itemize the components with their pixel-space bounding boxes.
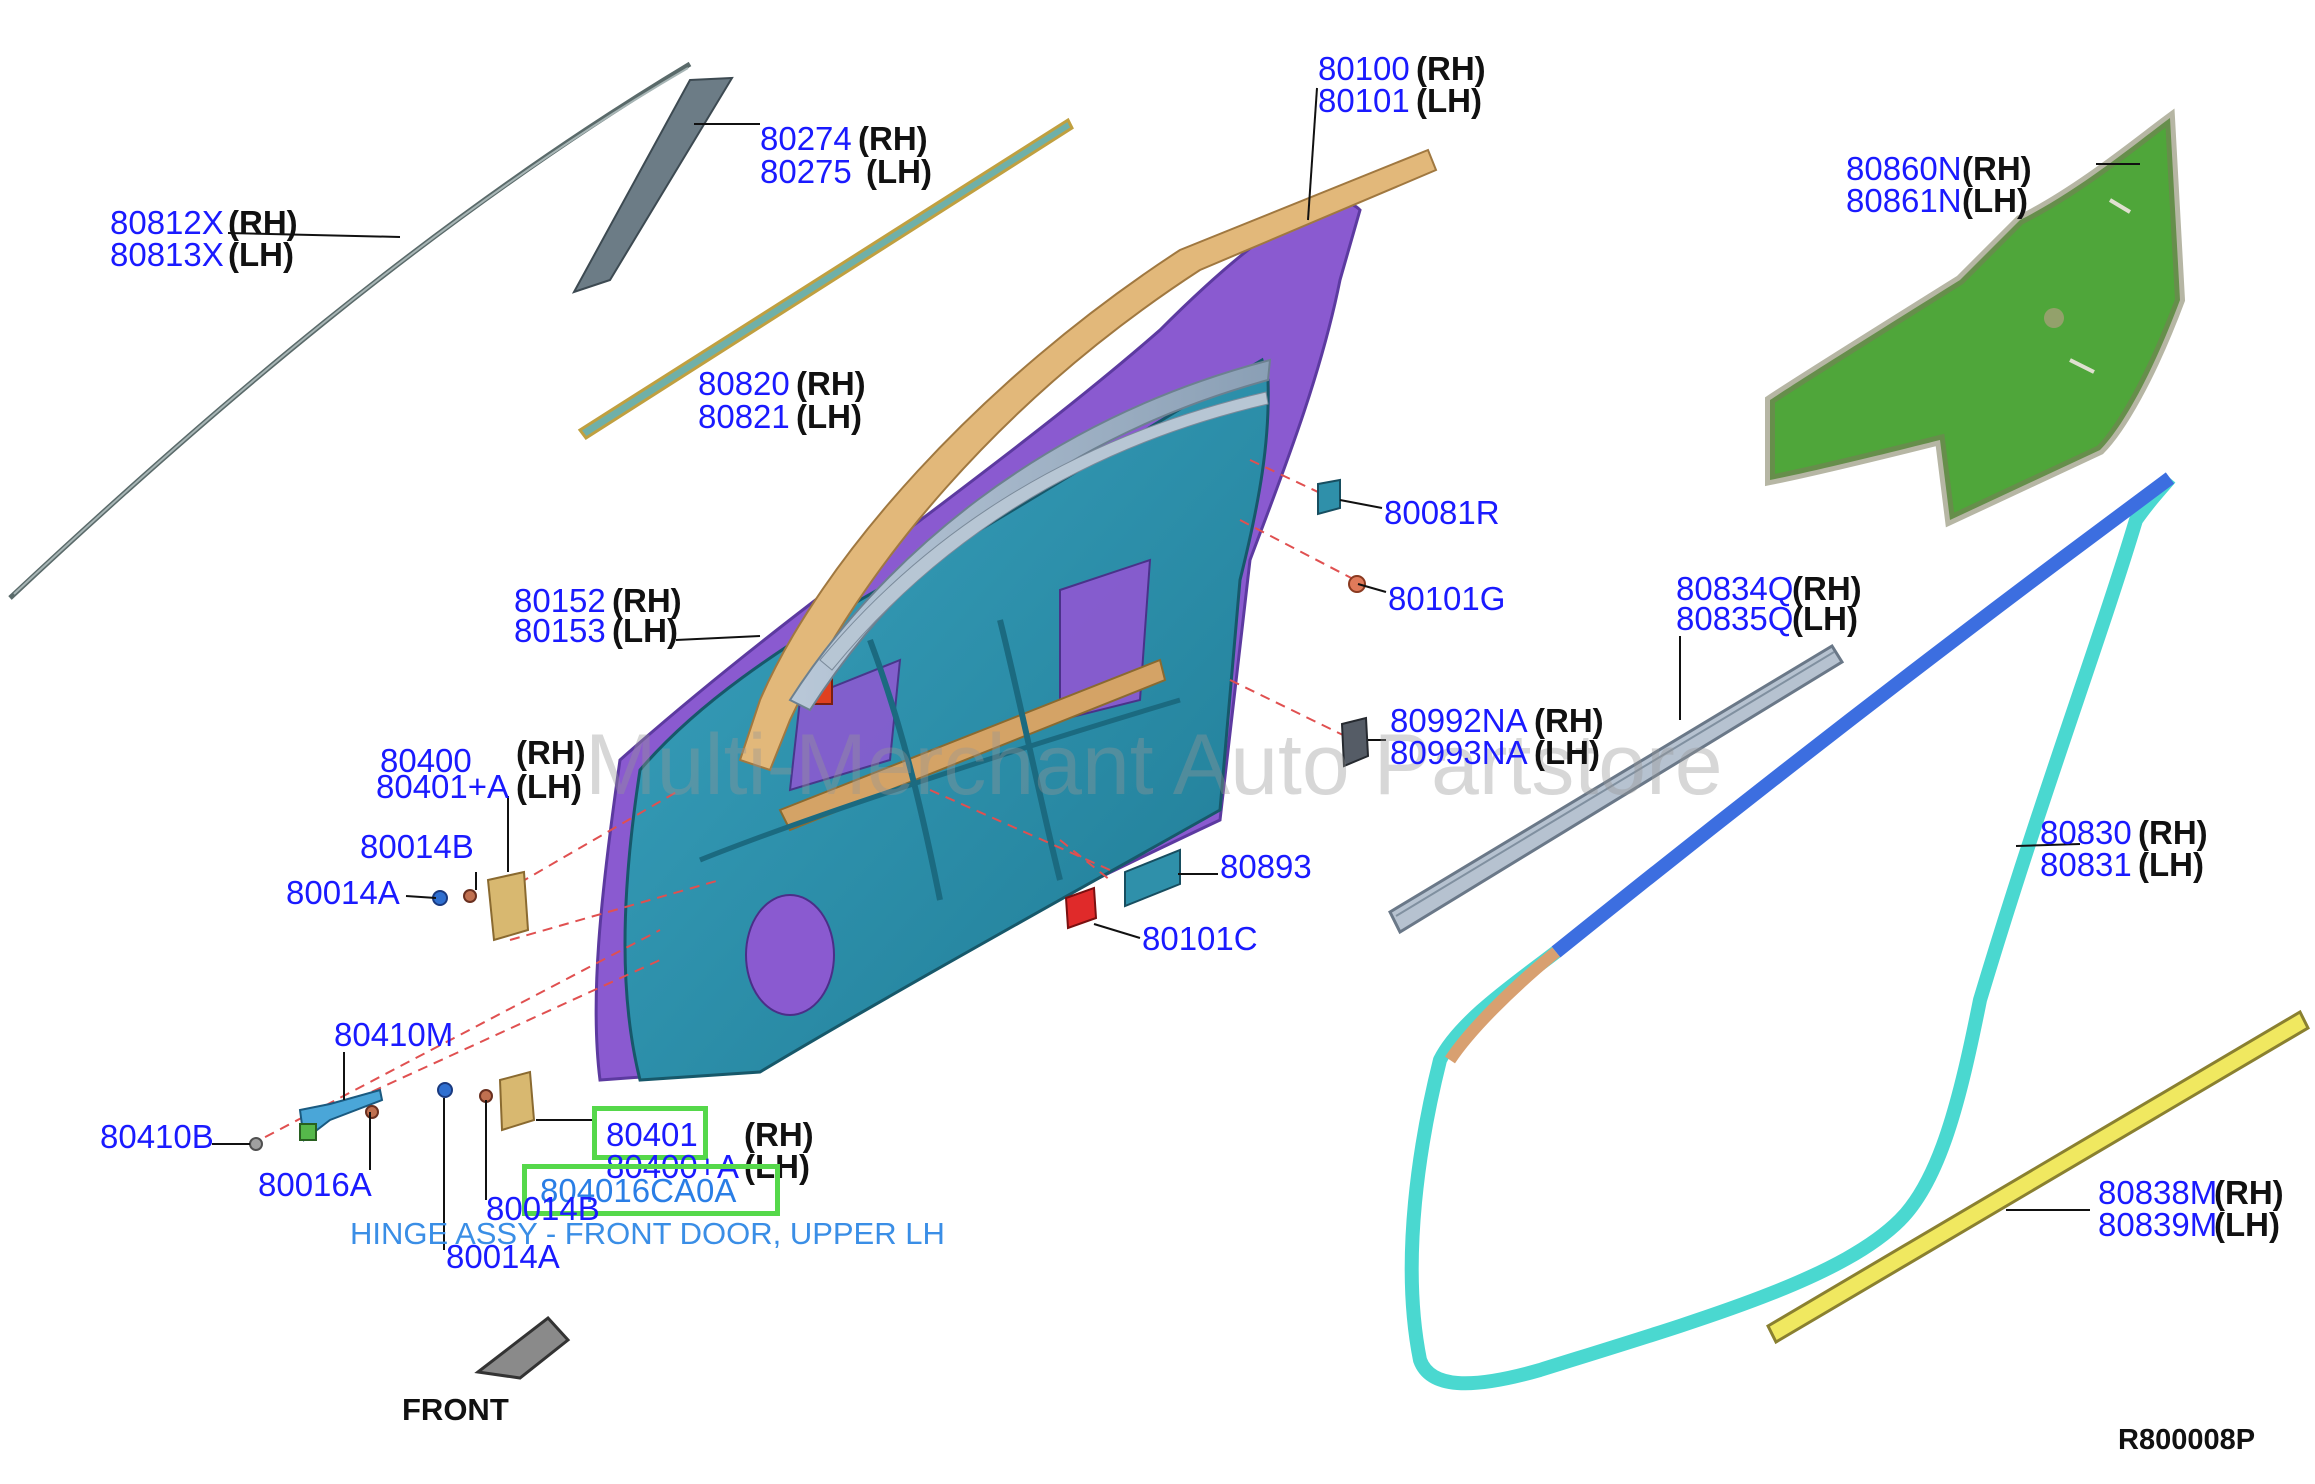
upper-hinge (486, 870, 530, 942)
part-80830[interactable]: 80830 (2040, 814, 2132, 851)
front-label: FRONT (402, 1392, 509, 1427)
sealing-screen (1124, 848, 1181, 908)
lower-hinge (498, 1070, 536, 1132)
part-80893[interactable]: 80893 (1220, 848, 1312, 885)
part-80152[interactable]: 80152 (514, 582, 606, 619)
part-80100[interactable]: 80100 (1318, 50, 1410, 87)
door-weatherstrip-upper (1551, 472, 2175, 958)
part-80081R[interactable]: 80081R (1384, 494, 1500, 531)
part-80839M[interactable]: 80839M (2098, 1206, 2218, 1243)
part-80014A-lower[interactable]: 80014A (446, 1238, 560, 1275)
diagram-code: R800008P (2118, 1424, 2256, 1456)
part-80014B[interactable]: 80014B (360, 828, 474, 865)
side-lh-label: (LH) (2214, 1206, 2280, 1243)
part-80813X[interactable]: 80813X (110, 236, 224, 273)
side-rh-label: (RH) (1792, 570, 1862, 607)
sensor-part (1340, 716, 1370, 768)
sill-strip (1766, 1009, 2310, 1345)
side-rh-label: (RH) (612, 582, 682, 619)
front-arrow-icon (474, 1315, 571, 1380)
part-80101G[interactable]: 80101G (1388, 580, 1506, 617)
part-80400[interactable]: 80400 (380, 742, 472, 779)
part-80014A[interactable]: 80014A (286, 874, 400, 911)
part-80410B[interactable]: 80410B (100, 1118, 214, 1155)
side-lh-label: (LH) (796, 398, 862, 435)
part-80401[interactable]: 80401 (606, 1116, 698, 1153)
sealing-pad (1064, 886, 1098, 930)
part-80101[interactable]: 80101 (1318, 82, 1410, 119)
part-80820[interactable]: 80820 (698, 365, 790, 402)
part-80101C[interactable]: 80101C (1142, 920, 1258, 957)
door-sash (738, 148, 1438, 772)
part-80014B-lower[interactable]: 80014B (486, 1190, 600, 1227)
side-rh-label: (RH) (1962, 150, 2032, 187)
side-rh-label: (RH) (2214, 1174, 2284, 1211)
side-rh-label: (RH) (744, 1116, 814, 1153)
side-rh-label: (RH) (858, 120, 928, 157)
part-80860N[interactable]: 80860N (1846, 150, 1962, 187)
part-80993NA[interactable]: 80993NA (1390, 734, 1528, 771)
part-80861N[interactable]: 80861N (1846, 182, 1962, 219)
side-lh-label: (LH) (1962, 182, 2028, 219)
clip-part (1317, 478, 1341, 516)
part-80401A[interactable]: 80401+A (376, 768, 510, 805)
side-rh-label: (RH) (516, 734, 586, 771)
part-80812X[interactable]: 80812X (110, 204, 224, 241)
side-lh-label: (LH) (1416, 82, 1482, 119)
side-lh-label: (LH) (228, 236, 294, 273)
side-rh-label: (RH) (1416, 50, 1486, 87)
side-lh-label: (LH) (1792, 600, 1858, 637)
side-lh-label: (LH) (866, 153, 932, 190)
part-80831[interactable]: 80831 (2040, 846, 2132, 883)
part-80821[interactable]: 80821 (698, 398, 790, 435)
glass-run-channel (1388, 643, 1845, 935)
side-rh-label: (RH) (796, 365, 866, 402)
part-80838M[interactable]: 80838M (2098, 1174, 2218, 1211)
finisher-part (571, 76, 734, 294)
side-rh-label: (RH) (1534, 702, 1604, 739)
side-lh-label: (LH) (1534, 734, 1600, 771)
part-80016A[interactable]: 80016A (258, 1166, 372, 1203)
belt-moulding (577, 117, 1074, 441)
door-weatherstrip (1404, 473, 2176, 1391)
part-80410M[interactable]: 80410M (334, 1016, 454, 1053)
part-80834Q[interactable]: 80834Q (1676, 570, 1794, 607)
highlight-box-804016CA0A (522, 1164, 780, 1216)
highlight-box-80401 (592, 1106, 708, 1160)
side-lh-label: (LH) (516, 768, 582, 805)
side-rh-label: (RH) (228, 204, 298, 241)
side-lh-label: (LH) (2138, 846, 2204, 883)
part-80275[interactable]: 80275 (760, 153, 852, 190)
outer-moulding-strip (8, 61, 692, 600)
part-description-caption: HINGE ASSY - FRONT DOOR, UPPER LH (350, 1216, 945, 1251)
part-80835Q[interactable]: 80835Q (1676, 600, 1794, 637)
door-insulator (1765, 108, 2186, 528)
grommet-part (1348, 575, 1366, 593)
part-80274[interactable]: 80274 (760, 120, 852, 157)
part-804016CA0A[interactable]: 804016CA0A (540, 1172, 737, 1209)
side-rh-label: (RH) (2138, 814, 2208, 851)
part-80992NA[interactable]: 80992NA (1390, 702, 1528, 739)
part-80153[interactable]: 80153 (514, 612, 606, 649)
side-lh-label: (LH) (612, 612, 678, 649)
